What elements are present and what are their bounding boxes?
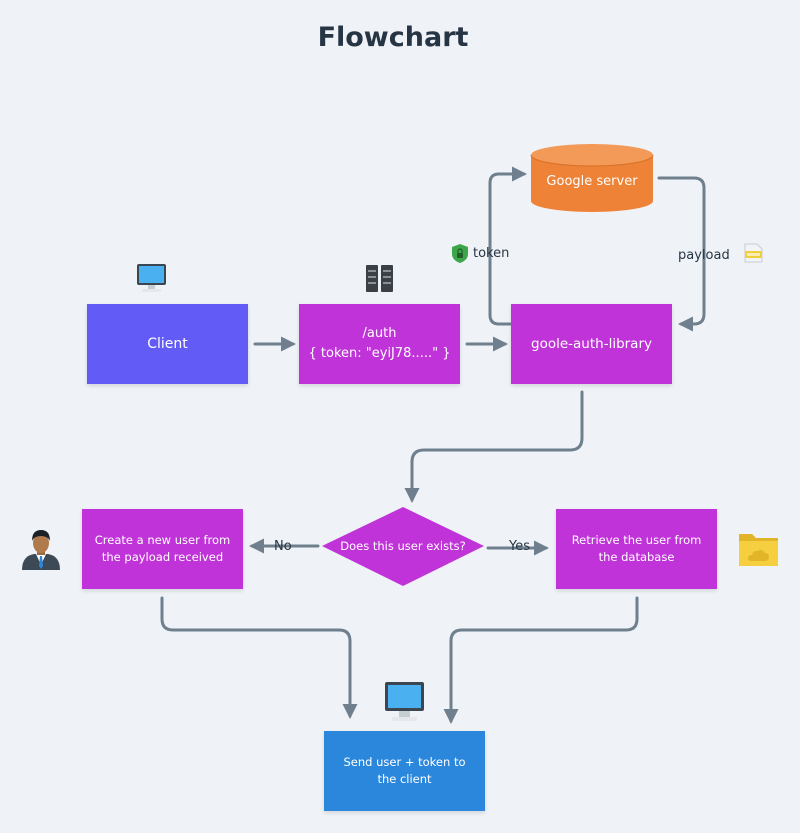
decision-label: Does this user exists?	[340, 539, 466, 553]
create-user-label: Create a new user from the payload recei…	[94, 533, 231, 564]
edge-library-google-token	[488, 166, 527, 326]
edge-create-send	[160, 596, 358, 719]
edge-label-payload: payload	[678, 248, 730, 263]
google-server-node	[530, 144, 654, 212]
desktop-computer-icon	[385, 682, 424, 721]
edge-label-yes: Yes	[509, 539, 530, 554]
client-node: Client	[87, 304, 248, 384]
desktop-computer-icon	[137, 264, 166, 292]
cloud-folder-icon	[739, 534, 778, 566]
edge-library-decision	[404, 390, 584, 503]
auth-node-token: { token: "eyiJ78....." }	[308, 346, 451, 361]
edge-label-token: token	[473, 246, 510, 261]
retrieve-user-node: Retrieve the user from the database	[556, 509, 717, 589]
google-server-label: Google server	[546, 174, 638, 189]
auth-node: /auth { token: "eyiJ78....." }	[299, 304, 460, 384]
send-label: Send user + token to the client	[343, 755, 466, 786]
edge-google-library-payload	[657, 176, 706, 332]
auth-library-node: goole-auth-library	[511, 304, 672, 384]
client-node-label: Client	[147, 336, 188, 352]
send-node: Send user + token to the client	[324, 731, 485, 811]
server-rack-icon	[366, 265, 393, 292]
edge-label-no: No	[274, 539, 292, 554]
page-title: Flowchart	[317, 22, 469, 53]
auth-node-path: /auth	[362, 326, 397, 341]
auth-library-label: goole-auth-library	[531, 336, 652, 352]
create-user-node: Create a new user from the payload recei…	[82, 509, 243, 589]
edge-retrieve-send	[443, 596, 639, 724]
document-icon	[744, 243, 763, 263]
decision-node	[322, 507, 484, 586]
retrieve-user-label: Retrieve the user from the database	[571, 533, 702, 564]
shield-lock-icon	[452, 244, 468, 263]
businessman-avatar-icon	[22, 530, 60, 570]
